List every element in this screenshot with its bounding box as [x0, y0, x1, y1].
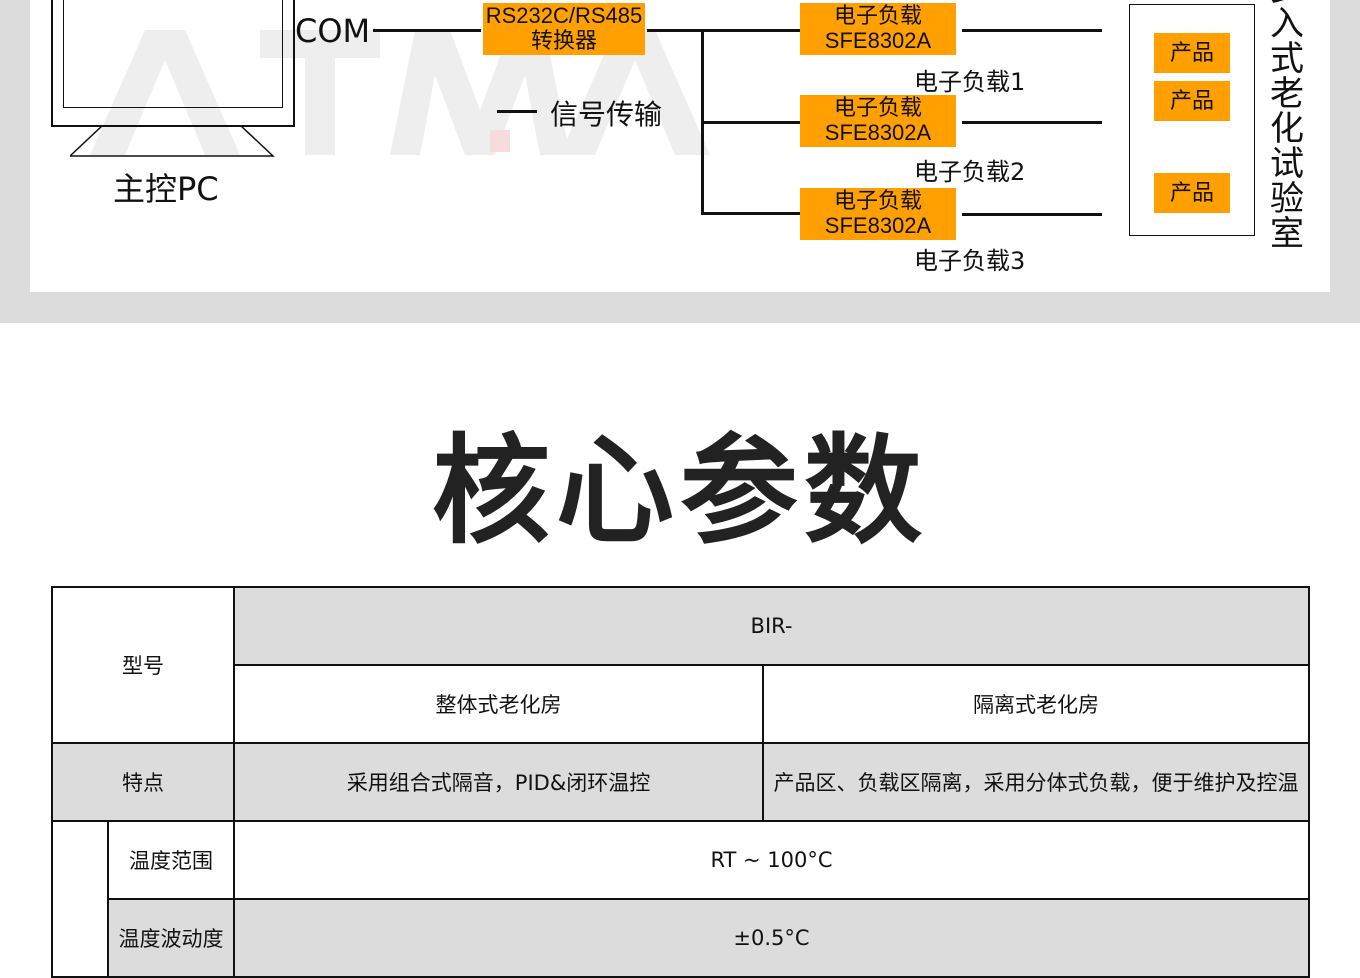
pc-label: 主控PC — [113, 170, 219, 208]
parameter-table: 型号 BIR- 整体式老化房 隔离式老化房 特点 采用组合式隔音，PID&闭环温… — [51, 586, 1310, 978]
load-caption-1: 电子负载1 — [914, 68, 1026, 96]
signal-arrow-icon — [497, 110, 537, 113]
monitor-stand-icon — [70, 125, 275, 157]
link-arrow — [962, 213, 1102, 216]
watermark-logo — [90, 30, 710, 155]
link-arrow — [962, 121, 1102, 124]
com-link-arrow — [373, 29, 481, 32]
product-box: 产品 — [1154, 33, 1230, 73]
type-integrated: 整体式老化房 — [233, 664, 764, 744]
link-arrow — [962, 29, 1102, 32]
temp-range-label: 温度范围 — [107, 820, 235, 900]
feature-label: 特点 — [51, 742, 235, 822]
room-box — [1129, 4, 1255, 236]
signal-label: 信号传输 — [550, 98, 663, 131]
model-value: BIR- — [233, 586, 1310, 666]
feature-isolated: 产品区、负载区隔离，采用分体式负载，便于维护及控温 — [762, 742, 1310, 822]
bus-line — [701, 121, 801, 124]
model-label: 型号 — [51, 586, 235, 744]
temp-fluct-value: ±0.5°C — [233, 898, 1310, 978]
bus-line — [647, 29, 800, 32]
feature-integrated: 采用组合式隔音，PID&闭环温控 — [233, 742, 764, 822]
room-label: 步入式老化试验室 — [1270, 0, 1304, 254]
load-caption-3: 电子负载3 — [914, 247, 1026, 275]
load-caption-2: 电子负载2 — [914, 158, 1026, 186]
product-box: 产品 — [1154, 81, 1230, 121]
temp-fluct-label: 温度波动度 — [107, 898, 235, 978]
type-isolated: 隔离式老化房 — [762, 664, 1310, 744]
section-title: 核心参数 — [431, 422, 928, 560]
group-cell — [51, 820, 109, 978]
monitor-icon — [51, 0, 295, 127]
product-box: 产品 — [1154, 173, 1230, 213]
com-label: COM — [295, 12, 371, 50]
temp-range-value: RT ~ 100°C — [233, 820, 1310, 900]
bus-line — [701, 212, 801, 215]
